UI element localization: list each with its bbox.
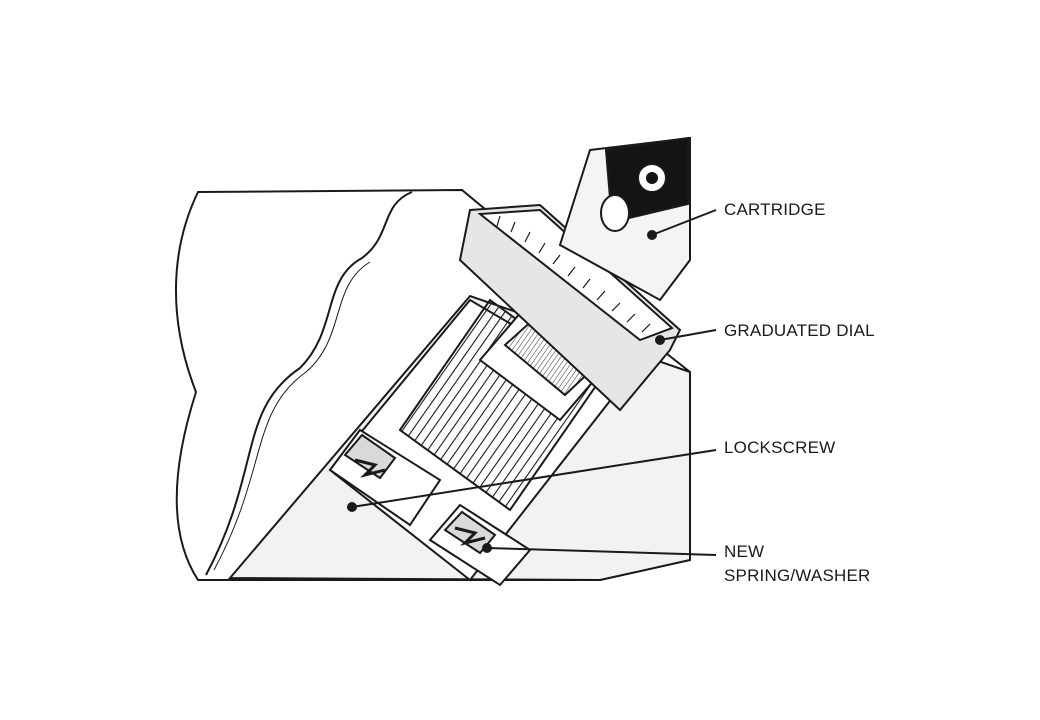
graduated-dial — [458, 203, 682, 412]
label-graduated-dial: GRADUATED DIAL — [724, 321, 875, 340]
leader-cartridge — [651, 209, 717, 236]
lockscrew-assembly — [328, 428, 532, 587]
leader-lockscrew — [351, 449, 717, 508]
label-spring-washer-line2: SPRING/WASHER — [724, 566, 871, 585]
callout-leaders — [347, 209, 717, 556]
label-cartridge: CARTRIDGE — [724, 200, 826, 219]
label-lockscrew: LOCKSCREW — [724, 438, 836, 457]
cartridge — [558, 136, 691, 302]
leader-spring-washer — [486, 547, 717, 556]
label-spring-washer-line1: NEW — [724, 542, 765, 561]
leader-graduated-dial — [659, 329, 717, 341]
